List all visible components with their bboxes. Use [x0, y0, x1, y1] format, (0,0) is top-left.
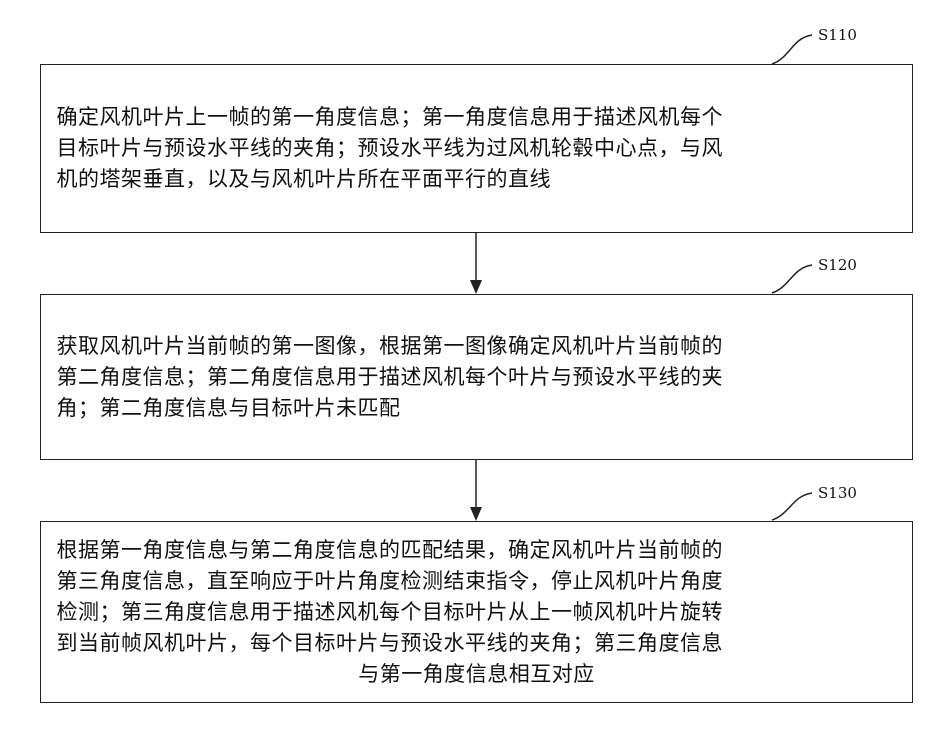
step-line: 到当前帧风机叶片，每个目标叶片与预设水平线的夹角；第三角度信息	[57, 628, 897, 659]
step-box-s110: 确定风机叶片上一帧的第一角度信息；第一角度信息用于描述风机每个 目标叶片与预设水…	[40, 64, 913, 233]
step-label-s110: S110	[818, 26, 857, 44]
step-text-s120: 获取风机叶片当前帧的第一图像，根据第一图像确定风机叶片当前帧的 第二角度信息；第…	[57, 331, 897, 424]
step-label-s130: S130	[818, 484, 857, 502]
step-line: 与第一角度信息相互对应	[57, 659, 897, 690]
step-line: 根据第一角度信息与第二角度信息的匹配结果，确定风机叶片当前帧的	[57, 535, 897, 566]
step-line: 第二角度信息；第二角度信息用于描述风机每个叶片与预设水平线的夹	[57, 362, 897, 393]
step-text-s110: 确定风机叶片上一帧的第一角度信息；第一角度信息用于描述风机每个 目标叶片与预设水…	[57, 102, 897, 195]
step-line: 角；第二角度信息与目标叶片未匹配	[57, 393, 897, 424]
step-line: 获取风机叶片当前帧的第一图像，根据第一图像确定风机叶片当前帧的	[57, 331, 897, 362]
step-line: 确定风机叶片上一帧的第一角度信息；第一角度信息用于描述风机每个	[57, 102, 897, 133]
step-box-s130: 根据第一角度信息与第二角度信息的匹配结果，确定风机叶片当前帧的 第三角度信息，直…	[40, 521, 913, 703]
step-line: 第三角度信息，直至响应于叶片角度检测结束指令，停止风机叶片角度	[57, 566, 897, 597]
step-text-s130: 根据第一角度信息与第二角度信息的匹配结果，确定风机叶片当前帧的 第三角度信息，直…	[57, 535, 897, 690]
s120-leader	[772, 265, 812, 293]
step-box-s120: 获取风机叶片当前帧的第一图像，根据第一图像确定风机叶片当前帧的 第二角度信息；第…	[40, 294, 913, 460]
arrow-2-head	[470, 507, 482, 521]
step-line: 机的塔架垂直，以及与风机叶片所在平面平行的直线	[57, 164, 897, 195]
s130-leader	[772, 493, 812, 520]
arrow-1-head	[470, 280, 482, 294]
step-line: 检测；第三角度信息用于描述风机每个目标叶片从上一帧风机叶片旋转	[57, 597, 897, 628]
step-line: 目标叶片与预设水平线的夹角；预设水平线为过风机轮毂中心点，与风	[57, 133, 897, 164]
step-label-s120: S120	[818, 256, 857, 274]
s110-leader	[772, 35, 812, 64]
